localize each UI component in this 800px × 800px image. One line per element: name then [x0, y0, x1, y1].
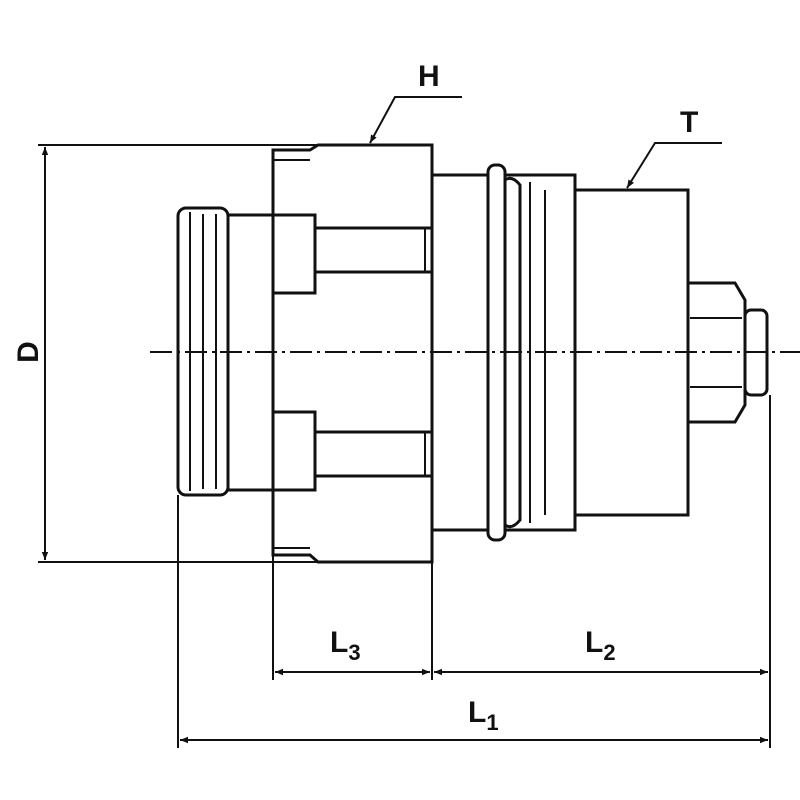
leader-H: H	[369, 60, 462, 144]
dimension-L3: L3	[275, 626, 430, 676]
label-T: T	[680, 106, 698, 139]
label-L1: L1	[468, 696, 499, 735]
dimension-L1: L1	[180, 696, 768, 744]
label-H: H	[418, 60, 440, 93]
label-L3: L3	[330, 626, 361, 665]
extension-lines	[38, 144, 771, 748]
leader-T: T	[626, 106, 722, 189]
label-D: D	[12, 341, 45, 363]
hex-body	[271, 143, 434, 564]
socket-front	[176, 206, 275, 497]
label-L2: L2	[585, 626, 616, 665]
dimension-L2: L2	[434, 626, 768, 676]
threaded-end	[573, 188, 769, 517]
dimension-D: D	[12, 147, 49, 560]
